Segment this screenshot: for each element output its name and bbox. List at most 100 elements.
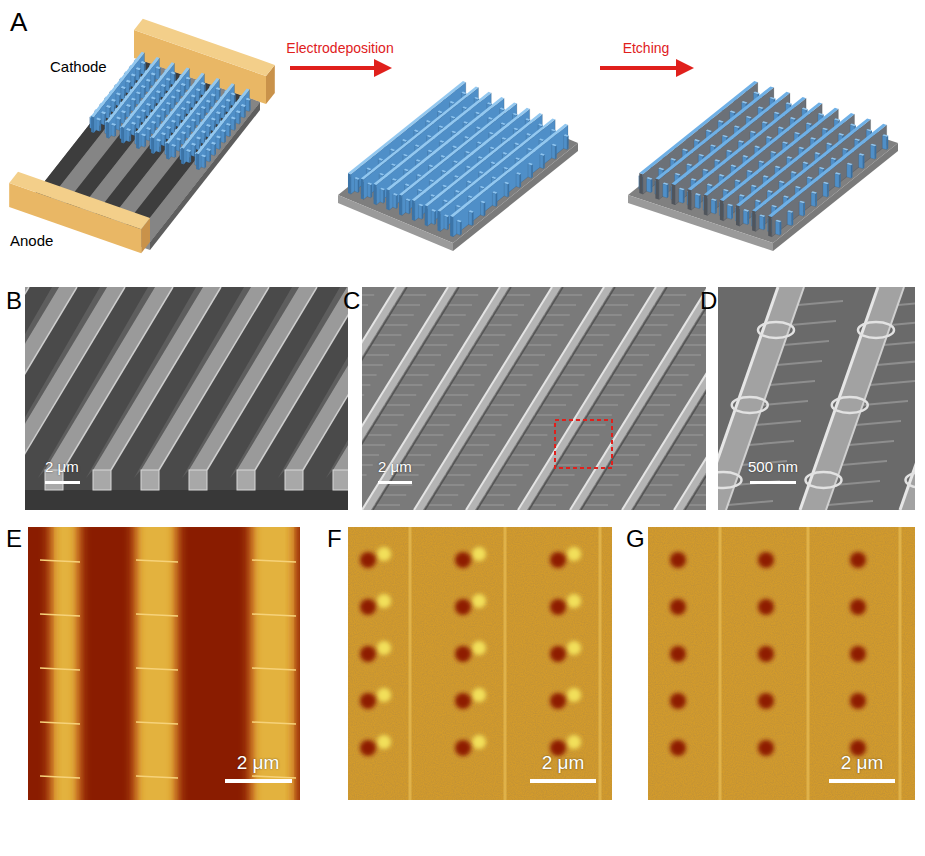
fin (735, 179, 741, 182)
ladder-texture (467, 355, 493, 356)
blue-wall (154, 74, 205, 154)
blue-fin (186, 151, 190, 163)
fin (835, 173, 839, 187)
afm-tick (252, 614, 296, 616)
ladder-texture (426, 505, 452, 506)
blue-fin (171, 144, 176, 147)
fin (694, 139, 700, 142)
blue-fin (221, 131, 225, 143)
ladder-texture (424, 425, 450, 426)
wall (438, 210, 441, 231)
blue-fin (146, 127, 151, 130)
blue-fin (211, 119, 215, 131)
blue-fin (226, 123, 231, 126)
blue-fin (121, 110, 126, 113)
blue-fin (131, 99, 135, 111)
blue-fin (121, 86, 126, 89)
fin (870, 144, 876, 147)
ladder-texture (492, 315, 518, 316)
ladder-texture (504, 295, 530, 296)
blue-fin (131, 122, 136, 125)
fin (516, 173, 520, 187)
wall (450, 216, 453, 237)
ladder-texture (671, 445, 697, 446)
blue-fin (181, 131, 186, 134)
fin (463, 121, 468, 124)
ladder-texture (515, 445, 541, 446)
fin (826, 143, 832, 146)
blue-fin (156, 139, 161, 142)
fin (695, 193, 701, 196)
fin (718, 120, 724, 123)
fin (418, 205, 422, 219)
fin (779, 181, 785, 184)
ladder-texture (362, 295, 374, 296)
ridge-cap (732, 397, 768, 413)
ridge-edge (674, 287, 706, 510)
sem-image (718, 287, 915, 510)
ladder-texture (362, 385, 370, 386)
blue-fin (136, 67, 141, 70)
ladder-texture (635, 335, 661, 336)
afm-line (504, 527, 507, 800)
afm-image (648, 527, 915, 800)
fin (492, 176, 497, 179)
ladder-texture (669, 365, 695, 366)
blue-fin (156, 92, 160, 104)
ladder-texture (362, 445, 385, 446)
ladder-texture (619, 445, 645, 446)
ladder-texture (494, 395, 520, 396)
blue-fin (201, 130, 206, 133)
ridge-edge (900, 287, 915, 510)
fin (691, 178, 697, 181)
ladder-texture (684, 425, 706, 426)
blue-fin (176, 139, 180, 151)
ladder-texture (534, 415, 560, 416)
ladder-texture (586, 415, 612, 416)
ladder-texture (445, 475, 471, 476)
fin (468, 195, 473, 198)
blue-wall (196, 153, 199, 170)
fin (564, 135, 568, 149)
blue-fin (126, 130, 130, 142)
ladder-texture (382, 325, 408, 326)
ladder-texture (394, 305, 420, 306)
blue-fin (166, 126, 171, 129)
afm-tick (136, 722, 178, 724)
afm-bright (567, 547, 581, 561)
fin (526, 133, 531, 136)
fin (775, 220, 781, 223)
ladder-texture (411, 445, 437, 446)
wall (736, 205, 740, 226)
blue-fin (171, 120, 176, 123)
ladder-texture (559, 375, 585, 376)
ladder-texture (625, 435, 651, 436)
blue-fin (156, 115, 161, 118)
blue-fin (161, 84, 166, 87)
fin (513, 128, 518, 131)
blue-fin (181, 85, 185, 97)
afm-ground (348, 527, 612, 800)
ladder-texture (440, 315, 466, 316)
blue-fin (211, 144, 215, 156)
ridge-cap (906, 472, 916, 488)
ridge (622, 287, 706, 510)
fin (742, 101, 748, 104)
blue-fin (141, 85, 146, 88)
fin (390, 149, 395, 152)
fin (453, 160, 458, 163)
blue-fin (186, 77, 191, 80)
ladder-texture (405, 455, 431, 456)
blue-fin (221, 105, 226, 108)
afm-tick (40, 560, 80, 562)
ladder-texture (362, 365, 383, 366)
blue-wall (124, 63, 175, 143)
fin (426, 120, 431, 123)
fin (751, 185, 757, 188)
fin (469, 211, 473, 225)
fin (771, 205, 777, 208)
fin (766, 136, 772, 139)
ladder-texture (403, 375, 429, 376)
blue-fin (191, 145, 195, 157)
blue-fin (151, 73, 156, 76)
